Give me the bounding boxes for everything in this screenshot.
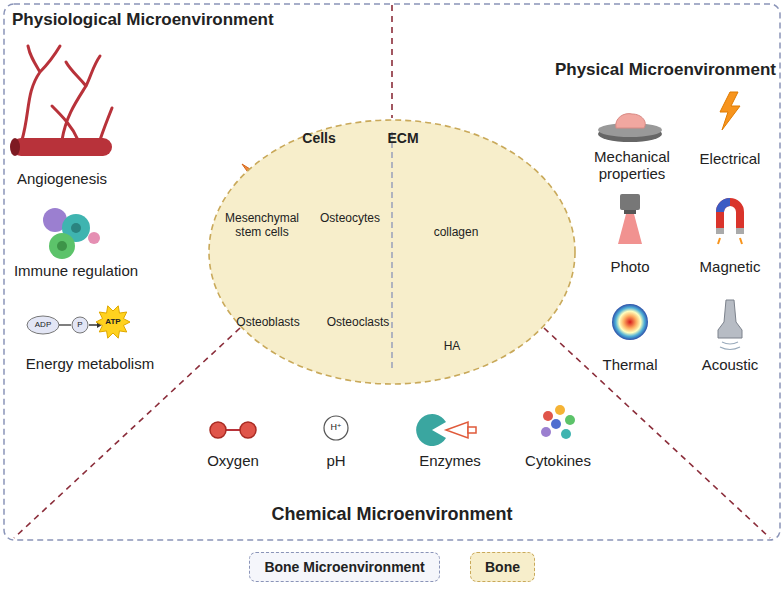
cytokines-icon [565,415,575,425]
cytokines-icon [543,411,553,421]
molecule-label: P [77,320,82,329]
blood-vessel-icon [10,46,112,156]
enzyme-icon [468,427,476,433]
magnet-icon [716,198,744,244]
oxygen-molecule-icon [240,422,256,438]
cell-label: Mesenchymal stem cells [214,212,310,240]
magnet-icon [716,198,744,228]
oxygen-molecule-icon [210,422,256,438]
atp-synthesis-icon [59,324,71,326]
factor-label: Oxygen [207,452,259,469]
magnet-icon [718,238,742,244]
lightning-icon [720,92,740,130]
legend-item: Bone [470,552,535,582]
enzyme-icon [446,422,468,438]
enzyme-icon [416,414,446,446]
immune-cells-icon [71,223,81,233]
factor-label: Energy metabolism [26,355,154,372]
light-source-icon [620,194,640,210]
factor-label: Magnetic [700,258,761,275]
ultrasound-probe-icon [720,342,740,350]
legend-item: Bone Microenvironment [249,552,440,582]
molecule-label: ATP [105,317,120,326]
magnet-icon [716,228,724,234]
thermal-icon [612,304,648,340]
region-divider [391,5,393,118]
bone-ellipse: Cells ECM [207,118,577,386]
region-divider [14,5,770,538]
enzyme-icon [416,414,476,446]
ultrasound-probe-icon [718,300,742,350]
cell-label: Osteocytes [320,212,380,226]
factor-label: Mechanical properties [583,148,681,183]
atp-synthesis-icon [27,316,59,334]
legend-text: Bone Microenvironment [264,559,424,575]
region-title: Physical Microenvironment [555,60,776,80]
legend-text: Bone [485,559,520,575]
region-divider [544,328,770,538]
legend-swatch: Bone Microenvironment [249,552,440,582]
atp-synthesis-icon [96,306,130,338]
ultrasound-probe-icon [718,300,742,338]
magnet-icon [716,198,730,212]
factor-label: Thermal [602,356,657,373]
factor-label: Angiogenesis [17,170,107,187]
ecm-label: collagen [434,226,479,240]
factor-label: Photo [610,258,649,275]
section-divider [391,132,392,372]
factor-label: Acoustic [702,356,759,373]
legend-swatch: Bone [470,552,535,582]
factor-label: pH [326,452,345,469]
atp-synthesis-icon [72,317,88,333]
mechanical-stage-icon [616,114,646,128]
magnet-icon [736,228,744,234]
immune-cells-icon [49,233,75,259]
ellipse-outline [207,118,577,386]
ecm-label: HA [444,340,461,354]
oxygen-molecule-icon [210,422,226,438]
region-title: Physiological Microenvironment [12,10,274,30]
light-source-icon [618,214,642,244]
cell-label: Osteoclasts [327,316,390,330]
lightning-icon [720,92,740,130]
cytokines-icon [561,429,571,439]
immune-cells-icon [43,208,100,259]
light-source-icon [624,210,636,214]
atp-synthesis-icon [27,306,130,338]
proton-icon [324,416,348,440]
cytokines-icon [541,405,575,439]
immune-cells-icon [57,241,67,251]
region-divider [14,328,240,538]
proton-icon [324,416,348,440]
blood-vessel-icon [12,138,112,156]
ion-label: H⁺ [330,422,341,432]
factor-label: Electrical [700,150,761,167]
cell-label: Osteoblasts [236,316,299,330]
factor-label: Cytokines [525,452,591,469]
factor-label: Immune regulation [14,262,138,279]
cytokines-icon [551,419,561,429]
outer-dashed-frame [4,4,780,540]
cytokines-icon [541,427,551,437]
factor-label: Enzymes [419,452,481,469]
immune-cells-icon [88,232,100,244]
blood-vessel-icon [10,138,20,156]
section-heading: Cells [302,130,335,146]
region-title: Chemical Microenvironment [271,504,512,525]
blood-vessel-icon [22,46,112,140]
thermal-icon [612,304,648,340]
mechanical-stage-icon [598,114,662,142]
light-source-icon [618,194,642,244]
bone-outline [209,120,575,384]
section-heading: ECM [387,130,418,146]
molecule-label: ADP [35,320,51,329]
cytokines-icon [555,405,565,415]
